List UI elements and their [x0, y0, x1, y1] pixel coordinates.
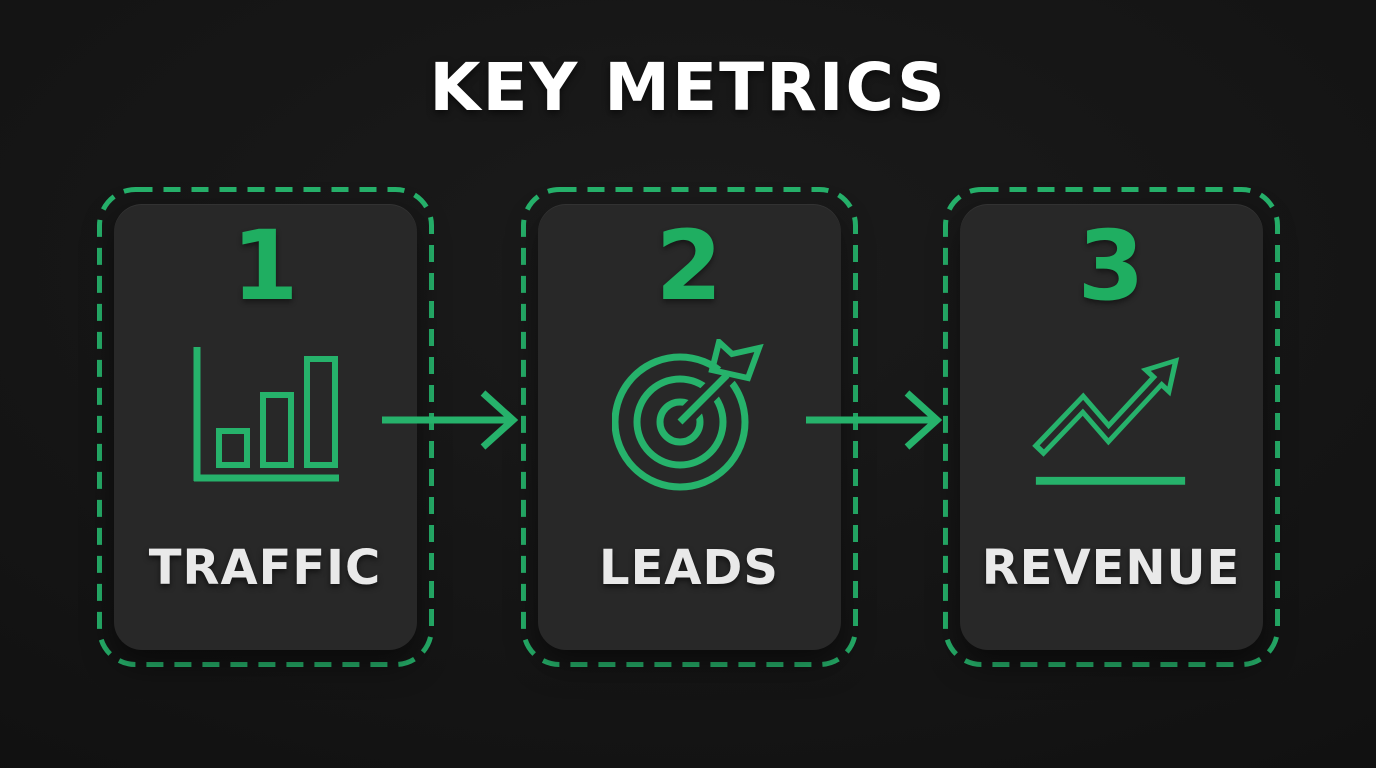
bar-chart-icon — [189, 336, 341, 494]
step-label: REVENUE — [981, 539, 1241, 596]
dashed-border — [942, 186, 1280, 667]
step-label: TRAFFIC — [148, 539, 382, 596]
dashed-border — [96, 186, 434, 667]
metric-card-revenue: 3 REVENUE — [942, 186, 1280, 667]
step-number: 2 — [655, 209, 723, 322]
metric-card-leads: 2 LEADS — [520, 186, 858, 667]
trend-up-arrow-icon — [1030, 336, 1192, 494]
arrow-right-icon — [380, 187, 522, 667]
card-body: 1 TRAFFIC — [113, 203, 417, 650]
arrow-right-icon — [804, 187, 946, 667]
target-dart-icon — [611, 336, 767, 494]
step-label: LEADS — [599, 539, 779, 596]
metrics-flow: 1 TRAFFIC 2 — [0, 186, 1376, 667]
card-body: 3 REVENUE — [959, 203, 1263, 650]
card-body: 2 LEADS — [537, 203, 841, 650]
step-number: 1 — [231, 209, 299, 322]
step-number: 3 — [1077, 209, 1145, 322]
dashed-border — [520, 186, 858, 667]
metric-card-traffic: 1 TRAFFIC — [96, 186, 434, 667]
page-title: KEY METRICS — [429, 49, 947, 126]
